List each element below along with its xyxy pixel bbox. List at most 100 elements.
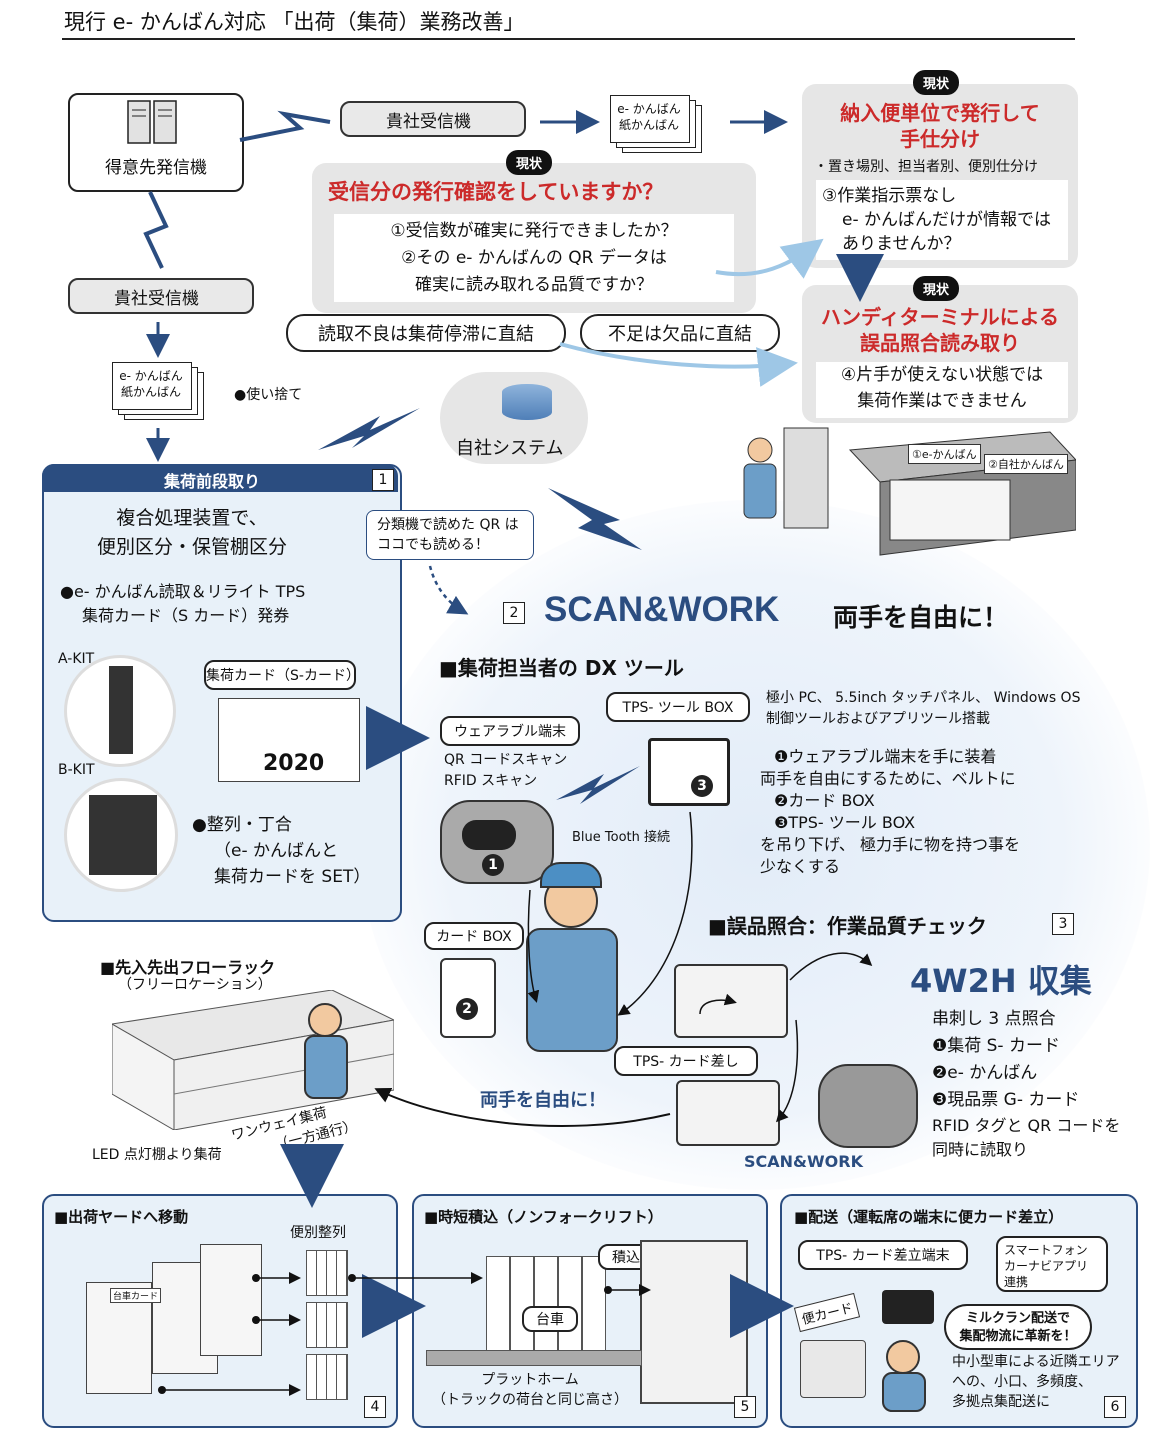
step-1: ❶ウェアラブル端末を手に装着 [774, 747, 997, 766]
card-box-device: 2 [440, 958, 496, 1038]
hand-scanner-illustration [818, 1064, 918, 1148]
signal-bolt-icon [143, 191, 169, 269]
check-line-2: ❶集荷 S- カード [932, 1036, 1060, 1056]
ekanban-doc-stack-left: e- かんばん紙かんばん [112, 362, 212, 422]
card-box-label: カード BOX [424, 922, 524, 950]
box-bottom-illustration [676, 1080, 780, 1146]
rack-title: ■先入先出フローラック [100, 958, 276, 977]
p5-title: ■時短積込（ノンフォークリフト） [424, 1208, 663, 1226]
device-number-2: 2 [456, 998, 478, 1020]
device-number-3: 3 [691, 775, 713, 797]
milk-line-1: ミルクラン配送で [965, 1311, 1070, 1326]
box-top-illustration [674, 964, 788, 1038]
bullet-2-line-2: （e- かんばんと [214, 841, 338, 861]
tps-tool-box-device: 3 [648, 738, 730, 806]
status-badge: 現状 [506, 150, 553, 175]
doc-line-1: e- かんばん [119, 369, 183, 383]
q-line-3: 確実に読み取れる品質ですか？ [415, 275, 653, 295]
cart-card-label: 台車カード [110, 1288, 162, 1303]
collection-card: 2020 [218, 698, 360, 782]
a-kit-label: A-KIT [58, 651, 95, 667]
check-line-4: ❸現品票 G- カード [932, 1090, 1080, 1110]
p5-number: 5 [734, 1396, 756, 1418]
p5-load-label: 積込 [598, 1244, 654, 1270]
sort-grid-2 [306, 1302, 348, 1348]
q-line-1: ①受信数が確実に発行できましたか？ [390, 221, 678, 241]
handy-title-2: 誤品照合読み取り [860, 331, 1020, 355]
step-5: を吊り下げ、 極力手に物を持つ事を [760, 835, 1020, 854]
doc-line-2: 紙かんばん [618, 118, 679, 132]
warn-shortage: 不足は欠品に直結 [580, 314, 780, 352]
desc-line-1: 中小型車による近隣エリア [952, 1354, 1120, 1370]
p5-cart-label-text: 台車 [536, 1312, 564, 1328]
own-system-label: 自社システム [456, 438, 564, 459]
scan-cap-2: RFID スキャン [444, 773, 538, 789]
our-receiver-left: 貴社受信機 [68, 278, 254, 314]
sort-grid-3 [306, 1354, 348, 1400]
warn-read-failure: 読取不良は集荷停滞に直結 [286, 314, 566, 352]
bluetooth-label: Blue Tooth 接続 [572, 830, 671, 845]
card-number: 2020 [263, 751, 325, 776]
driver [876, 1338, 932, 1412]
server-icon [127, 100, 177, 144]
p4-number: 4 [364, 1396, 386, 1418]
bullet-1-line-1: ●e- かんばん読取＆リライト TPS [60, 582, 306, 601]
tps-card-slot-label: TPS- カード差し [614, 1046, 758, 1076]
platform-line-2: （トラックの荷台と同じ高さ） [432, 1392, 628, 1408]
dx-tool-title: ■集荷担当者の DX ツール [439, 656, 684, 680]
page-title: 現行 e- かんばん対応 「出荷（集荷）業務改善」 [64, 10, 525, 34]
issue-line-3: ありませんか？ [842, 234, 961, 254]
tps-spec: 極小 PC、 5.5inch タッチパネル、 Windows OS 制御ツールお… [766, 688, 1080, 730]
cart-grid [486, 1256, 606, 1354]
terminal-device [882, 1290, 934, 1324]
b-kit-label: B-KIT [58, 762, 95, 778]
tps-tool-box-label: TPS- ツール BOX [606, 692, 750, 722]
callout-line-1: 分類機で読めた QR は [377, 517, 519, 533]
issue-line-2: e- かんばんだけが情報では [842, 210, 1051, 230]
database-icon [502, 384, 552, 420]
handy-line-1: ④片手が使えない状態では [840, 365, 1044, 385]
milk-line-2: 集配物流に革新を！ [959, 1329, 1077, 1344]
check-number: 3 [1052, 913, 1074, 935]
our-receiver-left-label: 貴社受信機 [114, 288, 199, 309]
check-lines: 串刺し 3 点照合 ❶集荷 S- カード ❷e- かんばん ❸現品票 G- カー… [932, 1006, 1079, 1114]
tps-tool-box-label-text: TPS- ツール BOX [622, 700, 734, 716]
check-line-1: 串刺し 3 点照合 [932, 1009, 1056, 1029]
warn-read-failure-label: 読取不良は集荷停滞に直結 [318, 324, 534, 345]
p6-tps-label: TPS- カード差立端末 [798, 1240, 968, 1270]
warehouse-illustration: ①e-かんばん ②自社かんばん [730, 420, 1076, 560]
scan-capabilities: QR コードスキャン RFID スキャン [444, 750, 567, 792]
dx-steps: ❶ウェアラブル端末を手に装着 両手を自由にするために、ベルトに ❷カード BOX… [760, 746, 1020, 878]
signal-bolt-icon [239, 110, 331, 142]
led-note: LED 点灯棚より集荷 [92, 1147, 222, 1163]
wearable-glove: 1 [440, 800, 554, 884]
scan-logo: SCAN&WORK [544, 590, 780, 629]
desc-line-3: 多拠点集配送に [952, 1394, 1050, 1410]
panel-1-heading-2: 便別区分・保管棚区分 [96, 536, 287, 558]
p6-title: ■配送（運転席の端末に便カード差立） [794, 1208, 1064, 1226]
issue-note: ・置き場別、担当者別、便別仕分け [814, 159, 1038, 175]
platform [426, 1350, 642, 1366]
scan-slogan: 両手を自由に！ [833, 603, 1009, 632]
check-line-3: ❷e- かんばん [932, 1063, 1038, 1083]
small-truck [800, 1340, 866, 1398]
collection-card-label: 集荷カード（S-カード） [204, 660, 360, 690]
spec-line-2: 制御ツールおよびアプリツール搭載 [766, 711, 990, 727]
free-hands-label: 両手を自由に！ [480, 1090, 606, 1111]
doc-line-1: e- かんばん [617, 102, 681, 116]
smartphone-note: スマートフォン カーナビアプリ 連携 [996, 1236, 1108, 1292]
panel-1-bullet-1: ●e- かんばん読取＆リライト TPS 集荷カード（S カード）発券 [60, 580, 305, 628]
smart-line-3: 連携 [1004, 1275, 1029, 1289]
callout-line-2: ココでも読める！ [377, 537, 489, 553]
p6-tps-label-text: TPS- カード差立端末 [816, 1248, 950, 1264]
bullet-2-line-1: ●整列・丁合 [192, 815, 292, 835]
device-number-1: 1 [482, 854, 504, 876]
check-big-label: 4W2H 収集 [910, 962, 1092, 1000]
smart-line-1: スマートフォン [1004, 1243, 1088, 1257]
panel-1-heading-1: 複合処理装置で、 [116, 507, 268, 529]
panel-1-heading: 複合処理装置で、 便別区分・保管棚区分 [42, 504, 342, 562]
sort-grid-1 [306, 1250, 348, 1296]
card-box-label-text: カード BOX [436, 929, 512, 945]
p6-number: 6 [1104, 1396, 1126, 1418]
wearable-label-text: ウェアラブル端末 [454, 724, 566, 740]
